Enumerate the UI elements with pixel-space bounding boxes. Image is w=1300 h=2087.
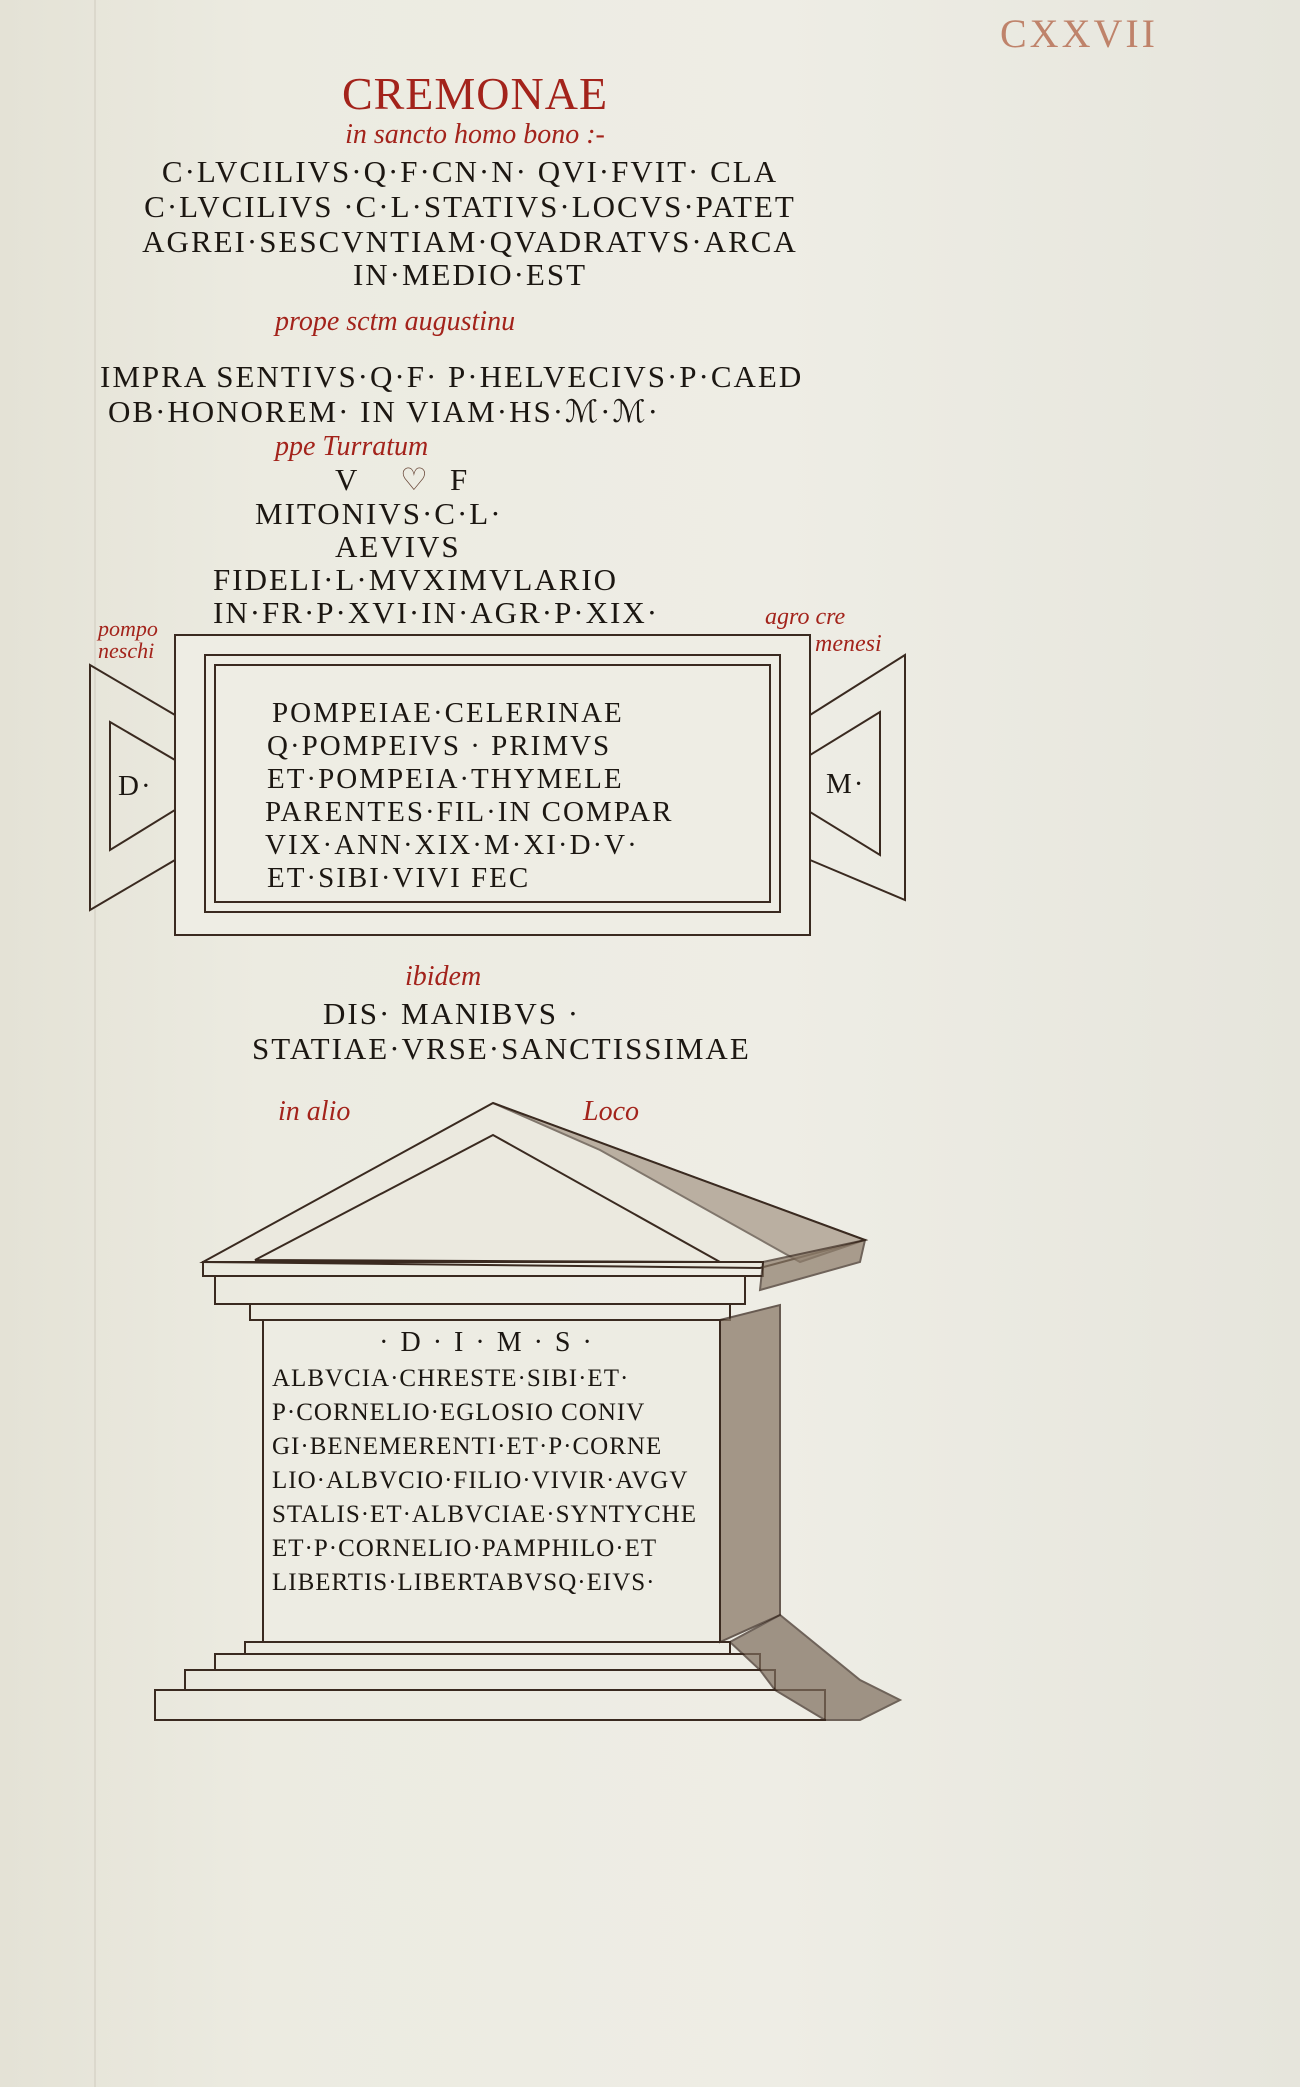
location-note: ibidem [405,961,482,992]
page-heading: CREMONAE [341,68,609,119]
tablet-drawing [89,634,906,936]
margin-note: pompo [98,616,158,641]
altar-line: GI·BENEMERENTI·ET·P·CORNE [272,1433,663,1460]
inscription-line: FIDELI·L·MVXIMVLARIO [213,562,619,597]
inscription-line: IMPRA SENTIVS·Q·F· P·HELVECIVS·P·CAED [100,359,804,394]
inscription-letter: V [335,462,360,497]
margin-note: menesi [815,631,882,657]
altar-line: ET·P·CORNELIO·PAMPHILO·ET [272,1535,658,1562]
altar-line: LIBERTIS·LIBERTABVSQ·EIVS· [272,1569,656,1596]
wing-letter: D· [118,770,153,802]
location-note: ppe Turratum [275,431,429,462]
tablet-line: ET·POMPEIA·THYMELE [267,763,624,795]
altar-line: ALBVCIA·CHRESTE·SIBI·ET· [272,1365,630,1392]
inscription-line: OB·HONOREM· IN VIAM·HS·ℳ·ℳ· [108,394,660,429]
inscription-line: AGREI·SESCVNTIAM·QVADRATVS·ARCA [142,224,798,259]
heart-leaf-icon: ♡ [400,462,430,497]
location-note: prope sctm augustinu [275,306,516,337]
tablet-line: Q·POMPEIVS · PRIMVS [267,730,612,762]
inscription-line: AEVIVS [335,529,461,564]
altar-line: LIO·ALBVCIO·FILIO·VIVIR·AVGV [272,1467,689,1494]
tablet-line: ET·SIBI·VIVI FEC [267,862,531,894]
altar-header: ·D·I·M·S· [379,1327,604,1358]
inscription-letter: F [450,462,470,497]
inscription-line: MITONIVS·C·L· [255,496,503,531]
margin-note: agro cre [765,604,846,630]
inscription-line: DIS· MANIBVS · [323,996,581,1031]
inscription-line: C·LVCILIVS ·C·L·STATIVS·LOCVS·PATET [144,189,796,224]
inscription-line: C·LVCILIVS·Q·F·CN·N· QVI·FVIT· CLA [161,154,779,189]
altar-drawing [154,1101,903,1721]
altar-line: STALIS·ET·ALBVCIAE·SYNTYCHE [272,1501,697,1528]
location-note: Loco [583,1096,639,1127]
location-note: in sancto homo bono :- [345,119,605,150]
tablet-line: VIX·ANN·XIX·M·XI·D·V· [265,829,639,861]
tablet-line: POMPEIAE·CELERINAE [272,697,624,729]
inscription-line: IN·FR·P·XVI·IN·AGR·P·XIX· [213,595,660,630]
tablet-line: PARENTES·FIL·IN COMPAR [265,796,674,828]
margin-note: neschi [98,638,155,663]
inscription-line: IN·MEDIO·EST [352,257,588,292]
wing-letter: M· [826,768,866,800]
inscription-line: STATIAE·VRSE·SANCTISSIMAE [252,1031,751,1066]
location-note: in alio [278,1096,351,1127]
altar-line: P·CORNELIO·EGLOSIO CONIV [272,1399,646,1426]
page-number: CXXVII [1000,11,1158,56]
